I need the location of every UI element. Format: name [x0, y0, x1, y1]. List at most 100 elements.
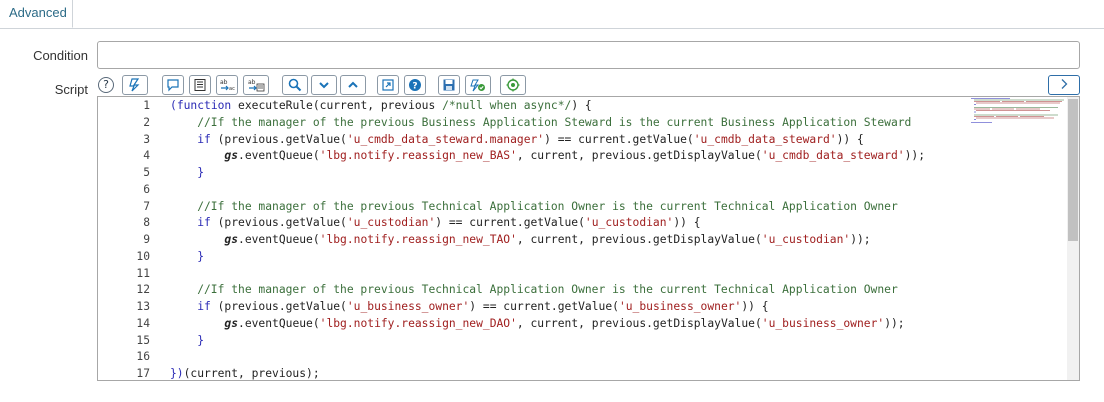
- code-token: if: [197, 300, 211, 313]
- code-token: .eventQueue(: [238, 316, 320, 330]
- code-token: }: [170, 166, 205, 179]
- code-token: 'u_custodian': [584, 216, 674, 230]
- fullscreen-icon: [381, 78, 395, 92]
- code-token: , current, previous.getDisplayValue(: [516, 316, 762, 330]
- help-question-icon: ?: [408, 78, 422, 92]
- code-text: gs.eventQueue('lbg.notify.reassign_new_D…: [170, 316, 905, 333]
- code-token: 'u_custodian': [761, 233, 851, 246]
- script-include-button[interactable]: [122, 75, 148, 95]
- search-button[interactable]: [282, 75, 308, 95]
- scrollbar-thumb[interactable]: [1068, 99, 1078, 241]
- fullscreen-button[interactable]: [377, 75, 399, 95]
- code-token: gs: [224, 233, 239, 246]
- code-text: }: [170, 165, 204, 182]
- code-line[interactable]: 6: [98, 182, 1079, 199]
- line-number: 9: [143, 233, 150, 246]
- code-line[interactable]: 17})(current, previous);: [98, 366, 1079, 380]
- code-line[interactable]: 1 (function executeRule(current, previous…: [98, 98, 1079, 115]
- code-text: gs.eventQueue('lbg.notify.reassign_new_T…: [170, 232, 870, 249]
- script-editor[interactable]: 1 (function executeRule(current, previous…: [97, 96, 1080, 381]
- code-text: }: [170, 333, 204, 350]
- code-line[interactable]: 14 gs.eventQueue('lbg.notify.reassign_ne…: [98, 316, 1079, 333]
- script-debugger-button[interactable]: [500, 75, 526, 95]
- code-line[interactable]: 15 }: [98, 333, 1079, 350]
- syntax-check-button[interactable]: [465, 75, 491, 95]
- line-number: 1: [143, 99, 150, 112]
- code-area[interactable]: 1 (function executeRule(current, previous…: [98, 98, 1079, 380]
- save-button[interactable]: [438, 75, 460, 95]
- code-token: 'u_business_owner': [346, 300, 470, 313]
- line-number: 15: [136, 333, 150, 347]
- code-text: gs.eventQueue('lbg.notify.reassign_new_B…: [170, 148, 925, 165]
- code-token: 'lbg.notify.reassign_new_DAO': [319, 316, 517, 330]
- script-label: Script: [54, 82, 88, 97]
- syntax-check-icon: [470, 78, 486, 92]
- script-include-icon: [127, 77, 143, 93]
- script-help-button[interactable]: ?: [404, 75, 426, 95]
- code-token: , current, previous.getDisplayValue(: [516, 149, 762, 163]
- toggle-comment-button[interactable]: [162, 75, 184, 95]
- find-previous-button[interactable]: [340, 75, 366, 95]
- code-token: )) {: [673, 216, 701, 230]
- code-token: //If the manager of the previous Technic…: [170, 199, 898, 213]
- svg-text:?: ?: [412, 82, 417, 92]
- code-token: 'u_custodian': [346, 216, 436, 230]
- chevron-down-icon: [318, 80, 330, 90]
- code-text: if (previous.getValue('u_cmdb_data_stewa…: [170, 132, 864, 149]
- code-line[interactable]: 16: [98, 349, 1079, 366]
- code-line[interactable]: 10 }: [98, 249, 1079, 266]
- code-token: executeRule(current, previous: [231, 99, 443, 112]
- code-text: })(current, previous);: [170, 366, 320, 380]
- code-token: //If the manager of the previous Busines…: [170, 115, 912, 129]
- code-line[interactable]: 5 }: [98, 165, 1079, 182]
- code-line[interactable]: 11: [98, 266, 1079, 283]
- format-code-button[interactable]: [189, 75, 211, 95]
- code-token: 'lbg.notify.reassign_new_TAO': [319, 233, 517, 246]
- line-number: 5: [143, 166, 150, 179]
- expand-button[interactable]: [1048, 75, 1080, 95]
- code-token: [170, 216, 197, 229]
- code-text: (function executeRule(current, previous …: [170, 98, 592, 115]
- code-line[interactable]: 3 if (previous.getValue('u_cmdb_data_ste…: [98, 132, 1079, 149]
- code-token: if: [197, 132, 211, 146]
- code-token: [170, 133, 197, 146]
- condition-input[interactable]: [97, 41, 1080, 69]
- code-token: [170, 300, 197, 313]
- code-token: (previous.getValue(: [210, 132, 347, 146]
- code-line[interactable]: 8 if (previous.getValue('u_custodian') =…: [98, 215, 1079, 232]
- line-number: 6: [143, 182, 150, 196]
- code-token: gs: [224, 316, 239, 330]
- code-token: //If the manager of the previous Technic…: [170, 283, 898, 297]
- code-line[interactable]: 12 //If the manager of the previous Tech…: [98, 282, 1079, 299]
- replace-all-button[interactable]: ab: [243, 75, 269, 95]
- code-line[interactable]: 13 if (previous.getValue('u_business_own…: [98, 299, 1079, 316]
- line-number: 2: [143, 115, 150, 129]
- line-number-gutter: [98, 97, 158, 380]
- chevron-right-icon: [1059, 78, 1069, 93]
- svg-text:ac: ac: [229, 86, 235, 92]
- code-token: )) {: [741, 300, 769, 313]
- code-token: )) {: [836, 132, 864, 146]
- save-icon: [442, 78, 456, 92]
- help-icon[interactable]: ?: [98, 77, 114, 93]
- code-line[interactable]: 7 //If the manager of the previous Techn…: [98, 199, 1079, 216]
- code-token: ));: [884, 316, 905, 330]
- code-token: 'u_cmdb_data_steward': [761, 149, 905, 163]
- code-token: ) == current.getValue(: [435, 216, 585, 230]
- code-line[interactable]: 4 gs.eventQueue('lbg.notify.reassign_new…: [98, 148, 1079, 165]
- code-token: 'u_business_owner': [618, 300, 742, 313]
- code-token: }: [170, 333, 205, 347]
- code-token: , current, previous.getDisplayValue(: [516, 233, 762, 246]
- condition-label: Condition: [33, 48, 88, 63]
- find-next-button[interactable]: [311, 75, 337, 95]
- tab-advanced[interactable]: Advanced: [0, 0, 73, 28]
- code-minimap[interactable]: [970, 97, 1066, 137]
- svg-text:ab: ab: [220, 79, 228, 86]
- line-number: 4: [143, 149, 150, 163]
- editor-scrollbar[interactable]: [1067, 97, 1079, 380]
- code-line[interactable]: 9 gs.eventQueue('lbg.notify.reassign_new…: [98, 232, 1079, 249]
- code-line[interactable]: 2 //If the manager of the previous Busin…: [98, 115, 1079, 132]
- code-token: if: [197, 216, 211, 230]
